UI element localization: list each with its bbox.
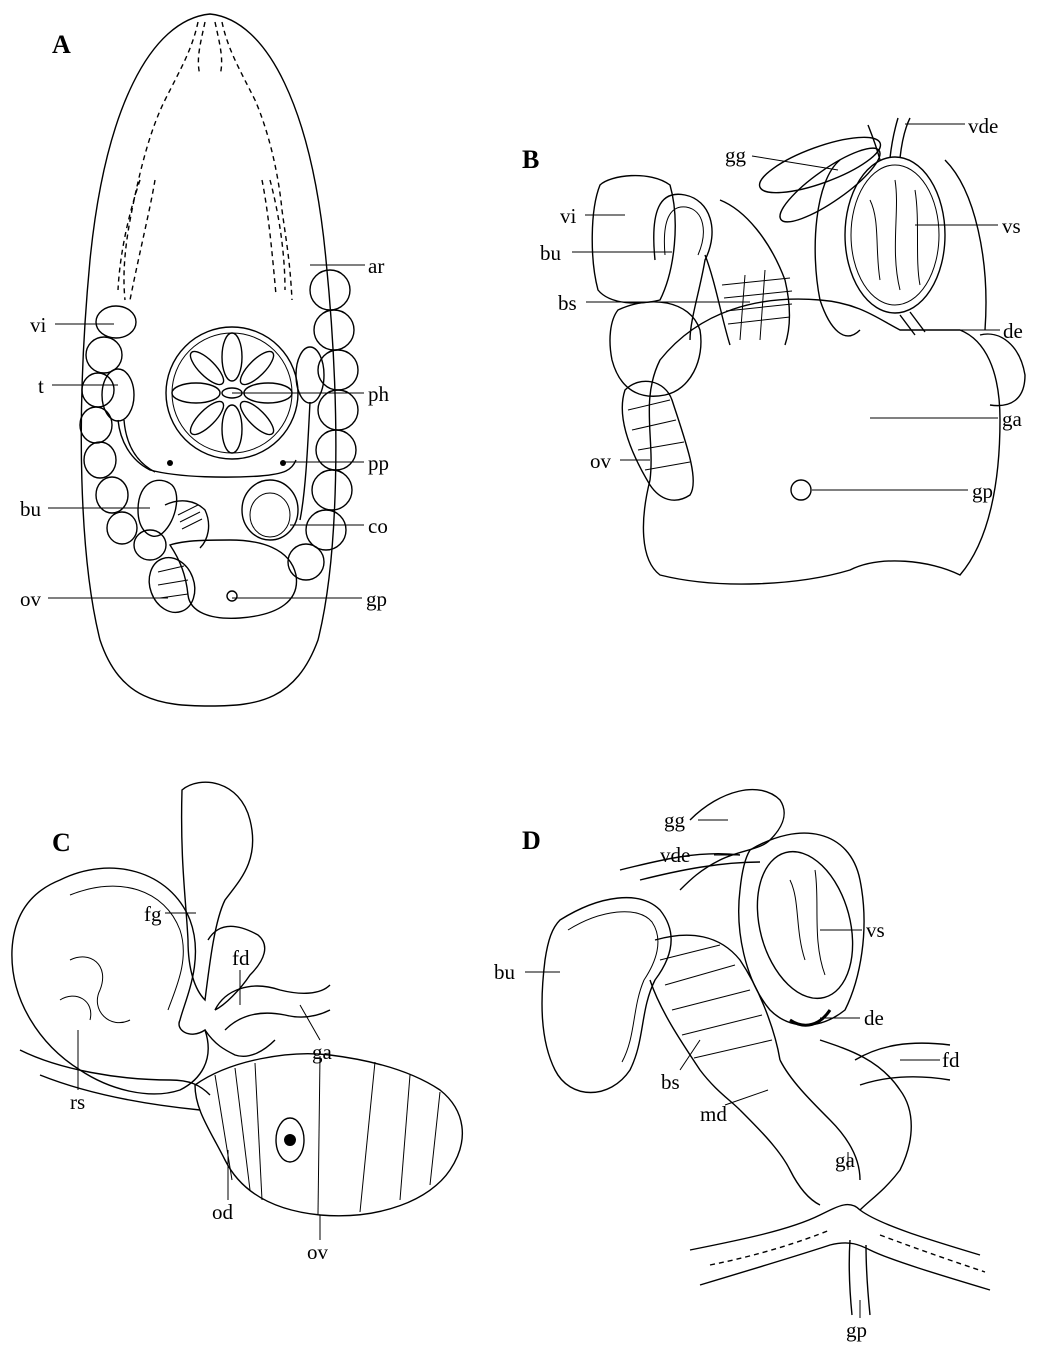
bursa (542, 898, 671, 1093)
bottom-duct (700, 1243, 990, 1290)
female-duct (860, 1077, 950, 1085)
bursa-stalk-ring (682, 1015, 762, 1035)
label-d-bu: bu (494, 962, 515, 983)
bursa-stalk-ring (694, 1040, 772, 1058)
label-d-bs: bs (661, 1072, 680, 1093)
bottom-duct (690, 1205, 980, 1255)
genital-atrium (820, 1040, 911, 1210)
panel-d-letter: D (522, 826, 541, 856)
label-d-gg: gg (664, 810, 685, 831)
vs-fiber (790, 880, 805, 960)
male-duct (740, 1110, 820, 1205)
label-d-de: de (864, 1008, 884, 1029)
label-d-ga: ga (835, 1150, 855, 1171)
gonopore-duct (866, 1245, 870, 1315)
gonopore-duct (849, 1240, 852, 1315)
leader-line (725, 1090, 768, 1105)
label-d-md: md (700, 1104, 727, 1125)
label-d-vs: vs (866, 920, 885, 941)
granule-gland (680, 790, 784, 890)
vesicula-seminalis (742, 841, 868, 1009)
bursa-stalk-ring (665, 965, 735, 985)
female-duct (855, 1043, 950, 1060)
bursa-inner (568, 912, 658, 1062)
label-d-fd: fd (942, 1050, 960, 1071)
bursa-stalk-ring (672, 990, 750, 1010)
label-d-gp: gp (846, 1320, 867, 1341)
vs-fiber (815, 870, 825, 975)
label-d-vde: vde (660, 845, 690, 866)
bottom-duct-inner (710, 1230, 830, 1265)
